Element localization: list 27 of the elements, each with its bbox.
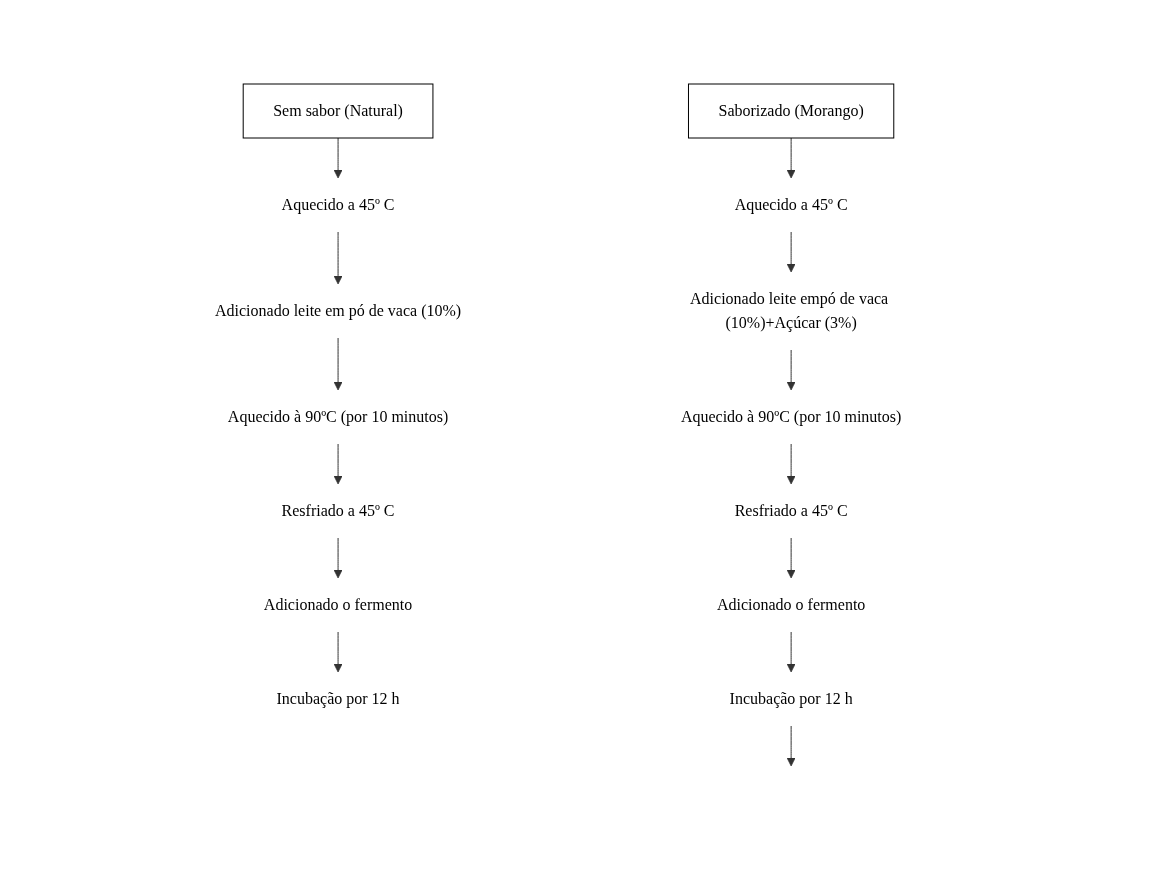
arrow bbox=[787, 537, 796, 578]
node-text: Aquecido a 45º C bbox=[282, 195, 395, 213]
node-text: Incubação por 12 h bbox=[730, 689, 854, 707]
node-text: Aquecido à 90ºC (por 10 minutos) bbox=[681, 407, 902, 425]
node-text: Adicionado o fermento bbox=[264, 595, 413, 613]
node-text: Aquecido a 45º C bbox=[735, 195, 849, 213]
arrow bbox=[334, 337, 343, 390]
arrow bbox=[787, 725, 796, 766]
arrow bbox=[787, 137, 796, 178]
node-box: Saborizado (Morango) bbox=[688, 83, 895, 138]
node-box: Sem sabor (Natural) bbox=[243, 83, 434, 138]
node-text: Incubação por 12 h bbox=[276, 689, 401, 707]
arrow bbox=[334, 231, 343, 284]
node-text: Adicionado leite em pó de vaca (10%) bbox=[215, 301, 462, 319]
arrow bbox=[787, 231, 796, 272]
node-text: Aquecido à 90ºC (por 10 minutos) bbox=[228, 407, 449, 425]
arrow bbox=[334, 137, 343, 178]
arrow bbox=[787, 443, 796, 484]
arrow bbox=[787, 631, 796, 672]
node-text: Adicionado leite empó de vaca (10%)+Açúcar (3%) bbox=[690, 289, 889, 331]
arrow bbox=[334, 631, 343, 672]
node-text: Adicionado o fermento bbox=[717, 595, 866, 613]
node-text: Resfriado a 45º C bbox=[282, 501, 395, 519]
arrow bbox=[334, 443, 343, 484]
node-text: Resfriado a 45º C bbox=[735, 501, 849, 519]
arrow bbox=[334, 537, 343, 578]
arrow bbox=[787, 349, 796, 390]
